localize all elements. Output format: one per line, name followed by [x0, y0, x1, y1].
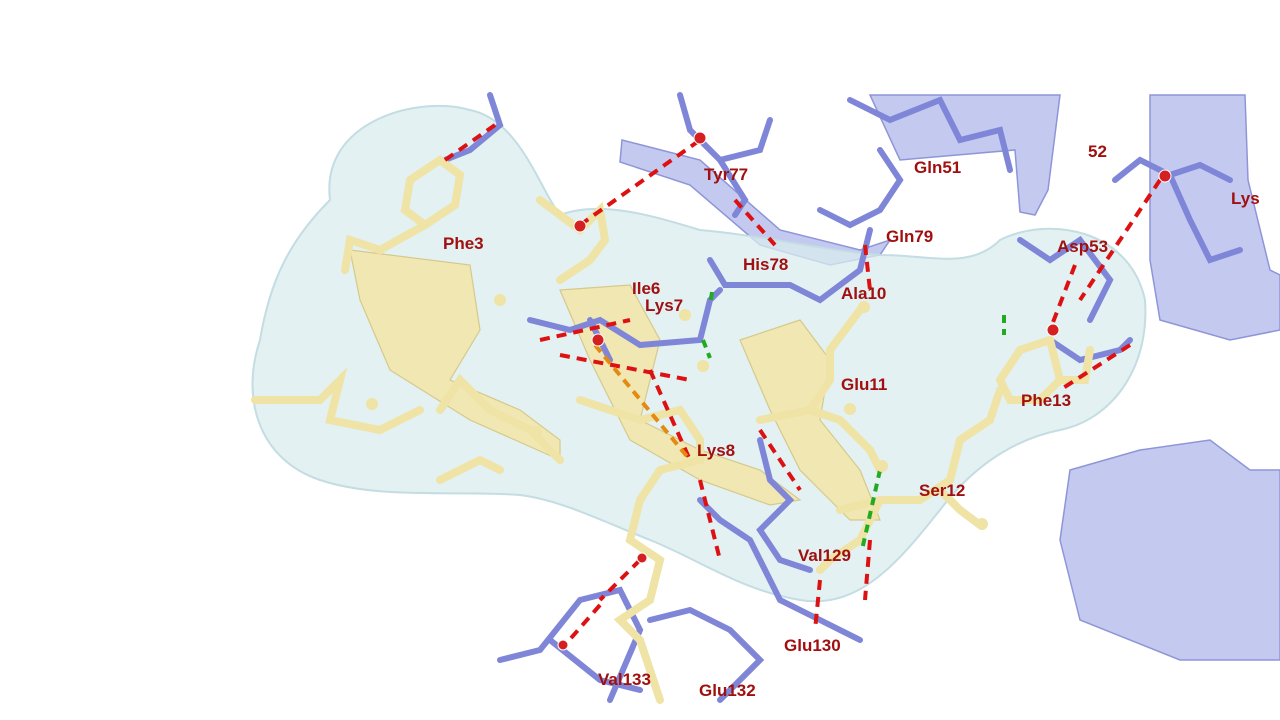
hydrogen-atom — [858, 301, 870, 313]
stick-phe3 — [341, 221, 429, 274]
surface-main-lobe — [251, 104, 1147, 603]
hydrogen-atom — [976, 518, 988, 530]
pi-lys7 — [701, 339, 712, 359]
stick-lys8 — [576, 396, 704, 474]
label-res52: 52 — [1088, 142, 1107, 161]
stick-left-chain-2 — [436, 373, 564, 464]
protein-sticks — [442, 92, 1243, 703]
label-phe3: Phe3 — [443, 234, 484, 253]
stick-phe3-ring — [400, 155, 465, 230]
hydrophobic-contacts — [593, 343, 692, 462]
hbond-val133-2 — [563, 603, 602, 647]
peptide-sticks — [251, 155, 1094, 704]
stick-his78 — [707, 227, 873, 304]
stick-gln51 — [847, 96, 1013, 173]
peptide-helix-segment-2 — [559, 284, 802, 506]
oxygen-atom — [693, 131, 707, 145]
label-gln51: Gln51 — [914, 158, 961, 177]
label-tyr77: Tyr77 — [704, 165, 748, 184]
oxygen-atoms — [557, 131, 1172, 651]
hydrogen-atom — [876, 460, 888, 472]
stick-top-left — [442, 92, 504, 163]
stick-glu132 — [647, 606, 765, 703]
stick-lys7 — [527, 287, 723, 349]
oxygen-atom — [573, 219, 587, 233]
protein-beta-strand-top — [868, 94, 1061, 216]
label-glu11: Glu11 — [841, 375, 887, 394]
stick-phe13 — [1056, 346, 1094, 384]
stick-phe13-contact — [1047, 337, 1133, 364]
label-phe13: Phe13 — [1021, 391, 1071, 410]
label-lys7: Lys7 — [645, 296, 683, 315]
stick-left-chain — [251, 366, 424, 435]
hbond-lys8-2 — [758, 428, 802, 492]
hbond-ala10 — [863, 244, 872, 291]
stick-lys8-chain — [613, 466, 665, 704]
hydrogen-atom — [494, 294, 506, 306]
hbond-lys7-1 — [539, 318, 631, 342]
hbond-asp53 — [1078, 178, 1162, 302]
hbond-glu130 — [813, 579, 822, 631]
stick-glu130-b — [697, 497, 863, 643]
label-lys-partial: Lys — [1231, 189, 1260, 208]
stick-left-chain-3 — [436, 455, 504, 484]
hydrogen-atom — [530, 426, 542, 438]
stick-ile6 — [536, 196, 610, 284]
label-his78: His78 — [743, 255, 788, 274]
protein-helix-right — [1149, 94, 1280, 341]
stick-tyr77-branch — [717, 117, 773, 163]
hydrogen-atom — [679, 309, 691, 321]
label-ala10: Ala10 — [841, 284, 886, 303]
peptide-helix-segment-1 — [349, 249, 561, 461]
oxygen-atom — [1158, 169, 1172, 183]
hbond-ile6 — [578, 138, 702, 227]
hbond-phe13 — [1058, 343, 1132, 392]
stick-asp53 — [1017, 235, 1114, 323]
stick-ser12-branch-2 — [936, 486, 984, 529]
oxygen-atom — [591, 333, 605, 347]
label-ile6: Ile6 — [632, 279, 660, 298]
hbond-lys7-2 — [559, 353, 691, 382]
pi-his78 — [708, 291, 714, 306]
stick-val133-branch — [547, 637, 643, 693]
oxygen-atom — [636, 552, 648, 564]
hydrogen-atoms — [366, 294, 988, 530]
label-ser12: Ser12 — [919, 481, 965, 500]
label-val129: Val129 — [798, 546, 851, 565]
peptide-molecular-surface — [251, 104, 1147, 603]
label-asp53: Asp53 — [1057, 237, 1108, 256]
stick-lys-right — [1167, 172, 1243, 264]
hydrogen-bonds — [443, 123, 1162, 647]
hbond-val129 — [698, 479, 722, 561]
residue-labels: Phe3 Ile6 Lys7 Lys8 Ala10 Glu11 Ser12 Ph… — [443, 142, 1260, 700]
stick-val133 — [497, 586, 644, 703]
hydrogen-atom — [844, 403, 856, 415]
stick-gln79 — [817, 147, 904, 229]
protein-ribbons — [619, 94, 1280, 661]
hbond-asp53-2 — [1048, 264, 1077, 331]
label-gln79: Gln79 — [886, 227, 933, 246]
oxygen-atom — [1046, 323, 1060, 337]
hydrogen-atom — [697, 360, 709, 372]
stick-glu11-branch — [806, 406, 884, 474]
label-glu130: Glu130 — [784, 636, 841, 655]
label-glu132: Glu132 — [699, 681, 756, 700]
peptide-ribbon — [349, 249, 881, 521]
stick-glu11 — [756, 306, 864, 424]
oxygen-atom — [557, 639, 569, 651]
label-lys8: Lys8 — [697, 441, 735, 460]
hydrophobic-lys7-lys8 — [593, 343, 692, 462]
peptide-helix-segment-3 — [739, 319, 881, 521]
stick-glu130-a — [756, 437, 813, 573]
protein-helix-lower-right — [1059, 439, 1280, 661]
hbond-val133 — [598, 558, 642, 602]
label-val133: Val133 — [598, 670, 651, 689]
stick-ser12-branch — [816, 496, 884, 574]
hydrogen-atom — [366, 398, 378, 410]
pi-contacts — [701, 291, 1006, 551]
